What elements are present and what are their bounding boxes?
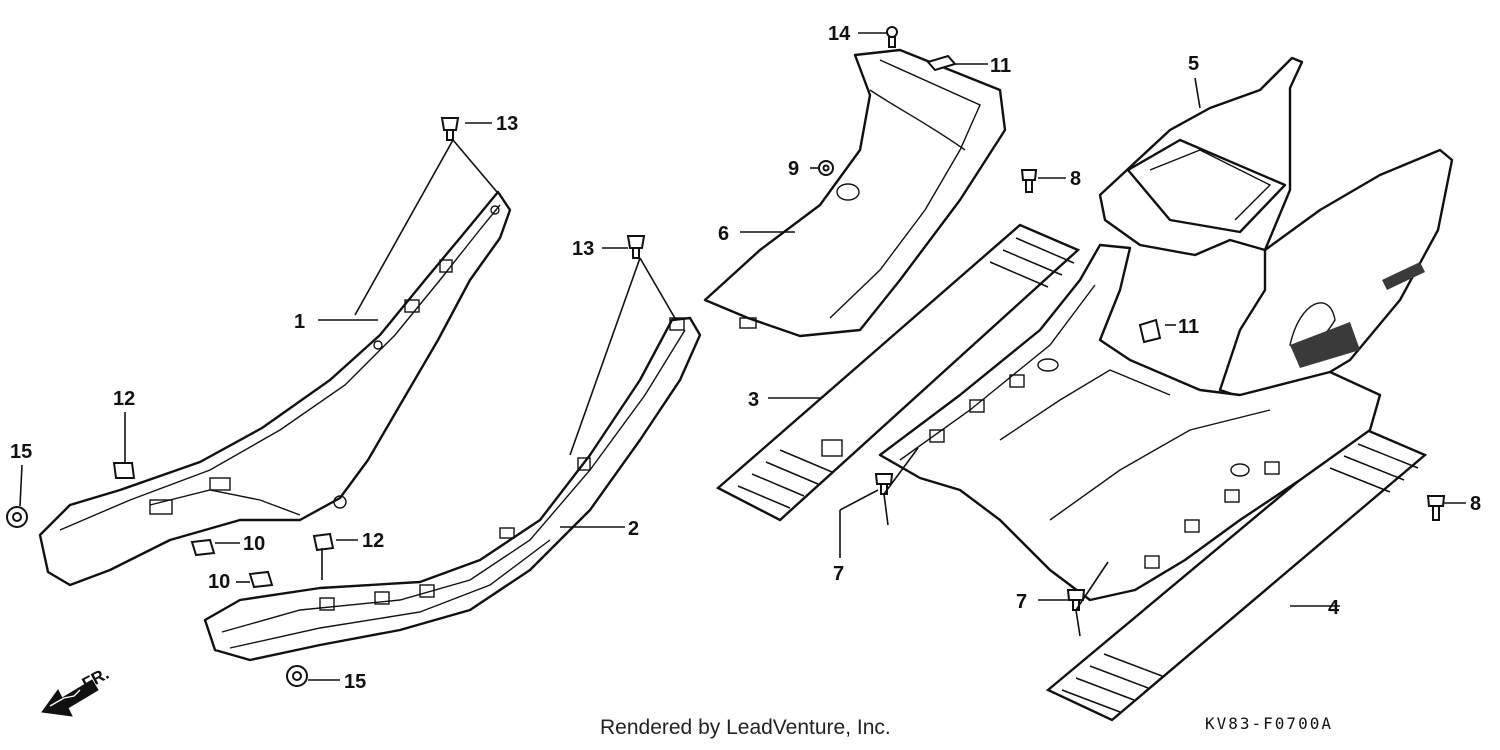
fastener-8-upper[interactable] [1020, 169, 1038, 193]
callout-15-left: 15 [10, 441, 32, 463]
callout-7-left: 7 [833, 563, 844, 585]
callout-15-bottom: 15 [344, 671, 366, 693]
callout-6: 6 [718, 223, 729, 245]
center-floor-frame [878, 243, 1382, 602]
callout-2: 2 [628, 518, 639, 540]
callout-12-left: 12 [113, 388, 135, 410]
fastener-9[interactable] [818, 160, 834, 176]
callout-3: 3 [748, 389, 759, 411]
fastener-8-right[interactable] [1426, 495, 1446, 521]
callout-14: 14 [828, 23, 851, 45]
fastener-13-center[interactable] [626, 235, 646, 259]
callout-12-center: 12 [362, 530, 384, 552]
fastener-12-center[interactable] [312, 532, 335, 552]
callout-8-right: 8 [1470, 493, 1481, 515]
fastener-15-left[interactable] [6, 506, 28, 528]
fastener-7-lower[interactable] [1066, 589, 1086, 611]
fastener-13-upper-left[interactable] [440, 117, 460, 141]
credit-text: Rendered by LeadVenture, Inc. [600, 716, 891, 739]
callout-13-upper: 13 [496, 113, 518, 135]
fastener-15-bottom[interactable] [286, 665, 308, 687]
callout-10-left: 10 [243, 533, 265, 555]
part-2-left-side-rail[interactable] [203, 316, 702, 662]
fastener-7-left[interactable] [874, 473, 894, 495]
front-direction-arrow-icon [41, 679, 99, 717]
fastener-10-lower[interactable] [248, 570, 274, 589]
callout-1: 1 [294, 311, 305, 333]
callout-8-upper: 8 [1070, 168, 1081, 190]
part-5-rear-center-cover[interactable] [1098, 56, 1454, 402]
part-6-center-upper-cover[interactable] [703, 48, 1007, 338]
part-3-left-floor-mat[interactable] [715, 223, 1081, 522]
callout-13-center: 13 [572, 238, 594, 260]
diagram-code: KV83-F0700A [1205, 714, 1333, 733]
callout-11-lower: 11 [1178, 316, 1199, 338]
leader-lines [19, 32, 1466, 681]
fastener-11-lower[interactable] [1138, 318, 1162, 344]
callout-11-upper: 11 [990, 55, 1011, 77]
callout-7-lower: 7 [1016, 591, 1027, 613]
fastener-11-upper[interactable] [926, 54, 957, 72]
fastener-14[interactable] [886, 26, 898, 48]
callout-5: 5 [1188, 53, 1199, 75]
part-4-right-floor-mat[interactable] [1045, 426, 1428, 722]
part-1-left-side-cover[interactable] [38, 190, 512, 587]
callout-4: 4 [1328, 597, 1340, 619]
callout-9: 9 [788, 158, 799, 180]
fastener-12-left[interactable] [112, 462, 136, 479]
fastener-10-left[interactable] [190, 538, 216, 557]
callout-10-lower: 10 [208, 571, 230, 593]
